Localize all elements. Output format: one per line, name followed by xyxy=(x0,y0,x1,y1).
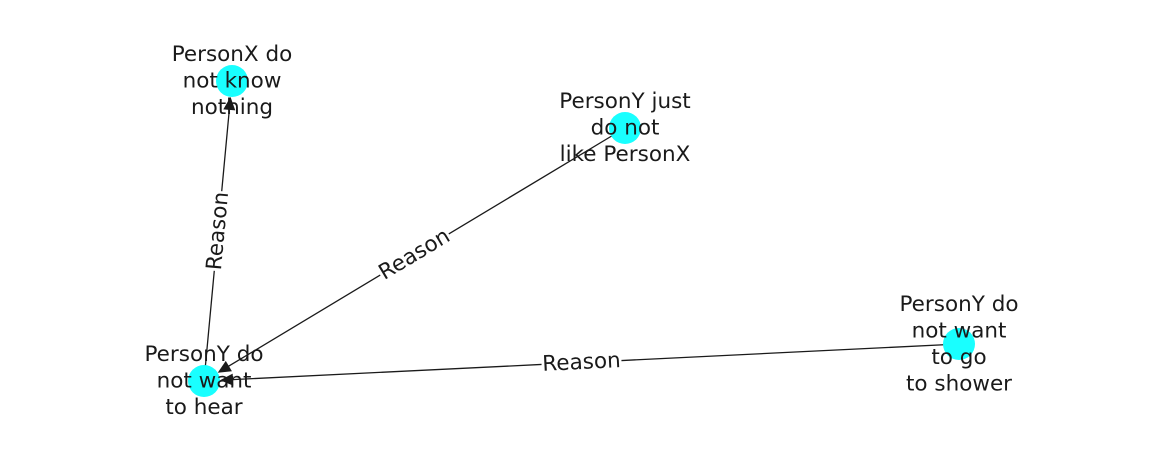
edge-line xyxy=(203,270,215,382)
node-circle xyxy=(609,112,641,144)
node-label-line: PersonX do xyxy=(172,42,293,67)
edge-line xyxy=(225,274,381,369)
node-label-line: like PersonX xyxy=(560,142,691,167)
node-circle xyxy=(188,365,220,397)
edges-layer xyxy=(203,96,960,386)
node-label-line: not want xyxy=(157,369,252,394)
node-label-line: not know xyxy=(183,69,282,94)
node-label-line: nothing xyxy=(191,95,273,120)
node-label-line: not want xyxy=(912,318,1007,343)
arrowhead-icon xyxy=(219,373,234,386)
node-label-line: to hear xyxy=(165,395,242,420)
node-label-line: do not xyxy=(591,116,660,141)
nodes-layer xyxy=(188,65,975,397)
node-label-line: to shower xyxy=(906,371,1012,396)
node-label-line: PersonY do xyxy=(144,342,263,367)
node-label-line: to go xyxy=(931,345,986,370)
node-circle xyxy=(943,328,975,360)
edge-line xyxy=(229,363,542,381)
node-circle xyxy=(216,65,248,97)
edge-label: Reason xyxy=(542,348,621,377)
arrowhead-icon xyxy=(223,96,236,111)
edge-label: Reason xyxy=(374,224,454,286)
edge-line xyxy=(621,343,960,362)
node-label-line: PersonY do xyxy=(899,292,1018,317)
node-label-line: PersonY just xyxy=(559,89,690,114)
edge-line xyxy=(448,127,626,235)
arrowhead-icon xyxy=(217,360,232,373)
edge-line xyxy=(221,106,231,192)
edge-label: Reason xyxy=(202,191,234,271)
